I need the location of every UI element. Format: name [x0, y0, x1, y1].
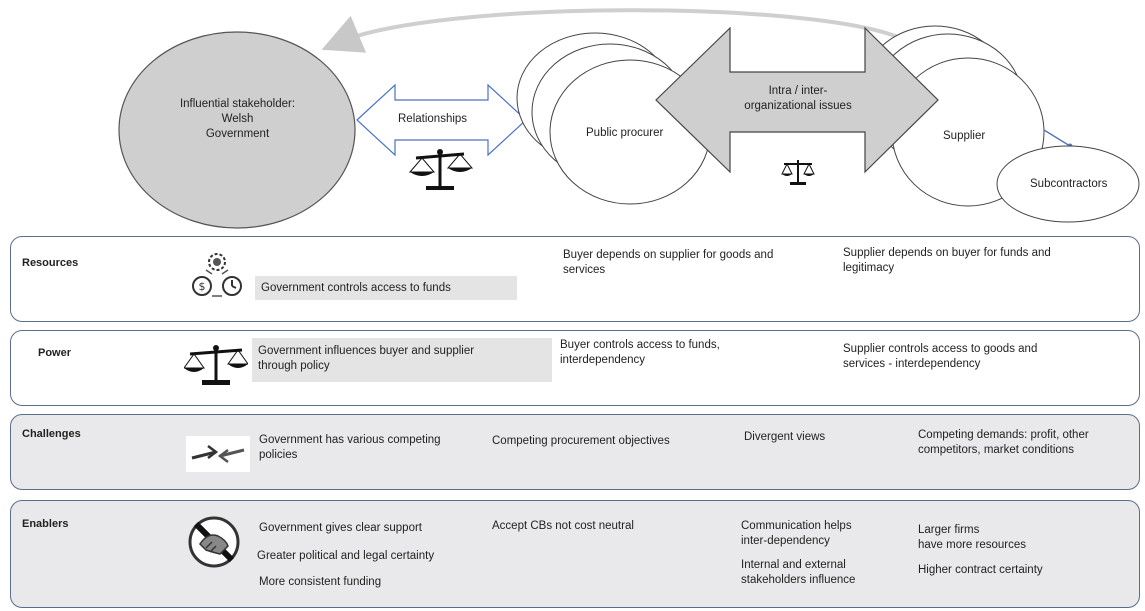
resources-supplier-text: Supplier depends on buyer for funds and …: [843, 246, 1051, 276]
power-gov-line2: through policy: [258, 360, 330, 372]
enablers-sup-1a: Larger firms: [918, 524, 980, 536]
challenges-supplier-text: Competing demands: profit, other competi…: [918, 428, 1089, 458]
scales-icon: [408, 149, 474, 190]
power-gov-line1: Government influences buyer and supplier: [258, 345, 475, 357]
handshake-icon: [188, 516, 240, 568]
relationships-label: Relationships: [398, 113, 468, 125]
resources-supplier-line1: Supplier depends on buyer for funds and: [843, 247, 1051, 259]
crossed-arrows-icon: [186, 436, 250, 472]
power-label: Power: [38, 347, 72, 359]
enablers-sup-2: Higher contract certainty: [918, 564, 1043, 576]
subcontractors-label: Subcontractors: [1030, 178, 1108, 190]
government-circle: [118, 31, 356, 229]
power-supplier-text: Supplier controls access to goods and se…: [843, 342, 1037, 372]
money-gear-icon: $: [192, 253, 242, 297]
enablers-mid-1b: inter-dependency: [741, 535, 830, 547]
challenges-mid-text: Divergent views: [744, 431, 826, 443]
stakeholder-label: Influential stakeholder: Welsh Governmen…: [150, 97, 325, 142]
resources-buyer-text: Buyer depends on supplier for goods and …: [563, 248, 773, 278]
enablers-gov-3: More consistent funding: [259, 576, 382, 588]
challenges-gov-text: Government has various competing policie…: [259, 433, 441, 463]
enablers-buyer-text: Accept CBs not cost neutral: [492, 520, 634, 532]
enablers-sup-1: Larger firms have more resources: [918, 523, 1026, 553]
resources-buyer-line2: services: [563, 264, 606, 276]
feedback-curve-arrow: [321, 8, 906, 53]
intra-inter-label: Intra / inter- organizational issues: [732, 84, 864, 114]
challenges-gov-line1: Government has various competing: [259, 434, 441, 446]
challenges-supplier-line1: Competing demands: profit, other: [918, 429, 1089, 441]
resources-supplier-line2: legitimacy: [843, 262, 895, 274]
intra-inter-double-arrow: [655, 26, 939, 174]
challenges-buyer-text: Competing procurement objectives: [492, 435, 670, 447]
small-scales-icon: [781, 160, 815, 185]
svg-text:$: $: [199, 280, 206, 293]
resources-label: Resources: [22, 257, 79, 269]
intra-line2: organizational issues: [744, 100, 852, 112]
power-supplier-line1: Supplier controls access to goods and: [843, 343, 1038, 355]
power-buyer-line2: interdependency: [560, 354, 646, 366]
enablers-mid-2: Internal and external stakeholders influ…: [741, 558, 855, 588]
power-scales-icon: [184, 345, 248, 385]
resources-buyer-line1: Buyer depends on supplier for goods and: [563, 249, 774, 261]
enablers-mid-1: Communication helps inter-dependency: [741, 519, 852, 549]
power-supplier-line2: services - interdependency: [843, 358, 981, 370]
challenges-gov-line2: policies: [259, 449, 298, 461]
stakeholder-line2: Welsh: [221, 113, 254, 125]
enablers-gov-1: Government gives clear support: [259, 522, 422, 534]
intra-line1: Intra / inter-: [768, 85, 828, 97]
power-buyer-text: Buyer controls access to funds, interdep…: [560, 338, 720, 368]
subcontractors-ellipse: [996, 145, 1140, 223]
power-buyer-line1: Buyer controls access to funds,: [560, 339, 720, 351]
challenges-label: Challenges: [22, 428, 81, 440]
supplier-label: Supplier: [943, 130, 986, 142]
challenges-supplier-line2: competitors, market conditions: [918, 444, 1074, 456]
enablers-sup-1b: have more resources: [918, 539, 1027, 551]
subcontractor-connector: [1043, 129, 1071, 147]
public-procurer-label: Public procurer: [586, 127, 664, 139]
enablers-label: Enablers: [22, 518, 69, 530]
resources-gov-text: Government controls access to funds: [255, 276, 517, 300]
power-gov-text: Government influences buyer and supplier…: [252, 338, 552, 382]
enablers-mid-2a: Internal and external: [741, 559, 846, 571]
resources-panel: [10, 236, 1140, 322]
enablers-gov-2: Greater political and legal certainty: [257, 550, 435, 562]
enablers-mid-2b: stakeholders influence: [741, 574, 856, 586]
stakeholder-line1: Influential stakeholder:: [179, 98, 296, 110]
stakeholder-line3: Government: [205, 128, 270, 140]
enablers-panel: [10, 500, 1140, 608]
enablers-mid-1a: Communication helps: [741, 520, 852, 532]
